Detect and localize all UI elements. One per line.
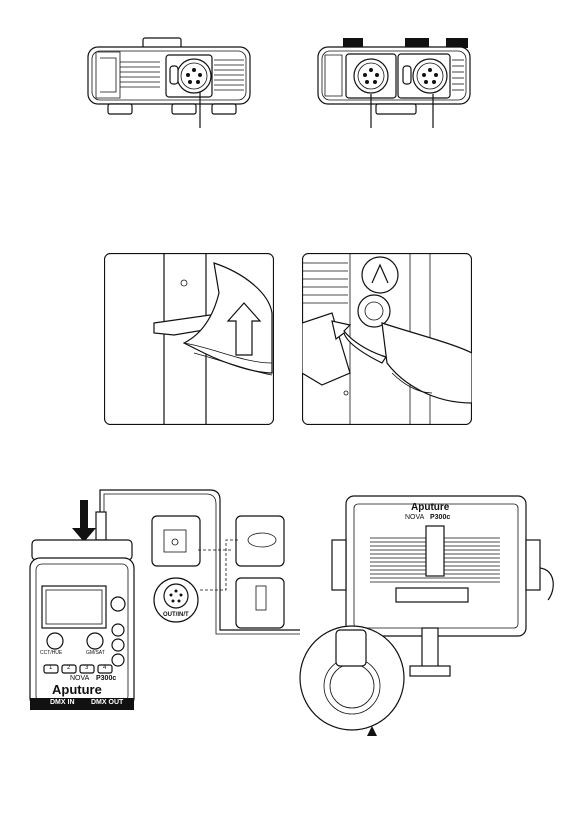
dmx-out-label: DMX OUT <box>91 699 123 706</box>
latch-open-illustration <box>104 253 274 425</box>
controller-button-4: 4 <box>103 665 106 671</box>
connector-housings-figure <box>0 0 587 160</box>
xlr-detail-label: OUT/IN/T <box>163 612 189 618</box>
controller-button-3: 3 <box>85 665 88 671</box>
knob-turn-illustration <box>302 253 472 425</box>
dmx-in-label: DMX IN <box>50 699 75 706</box>
controller-knob-left-label: CCT/HUE <box>40 650 62 656</box>
dual-xlr-housing <box>318 38 470 128</box>
panel-brand: Aputure <box>411 502 449 513</box>
controller-button-1: 1 <box>49 665 52 671</box>
single-xlr-housing <box>88 38 250 128</box>
dmx-connection-figure: Aputure NOVA P300c 1 2 3 4 CCT/HUE GM/SA… <box>0 480 587 740</box>
down-arrow-icon <box>72 500 96 542</box>
panel-model-prefix: NOVA <box>405 514 424 521</box>
controller-model-prefix: NOVA <box>70 675 89 682</box>
controller-button-2: 2 <box>67 665 70 671</box>
controller-model: P300c <box>96 675 116 682</box>
panel-model: P300c <box>430 514 450 521</box>
controller-brand: Aputure <box>52 682 102 697</box>
controller-knob-right-label: GM/SAT <box>86 650 105 656</box>
